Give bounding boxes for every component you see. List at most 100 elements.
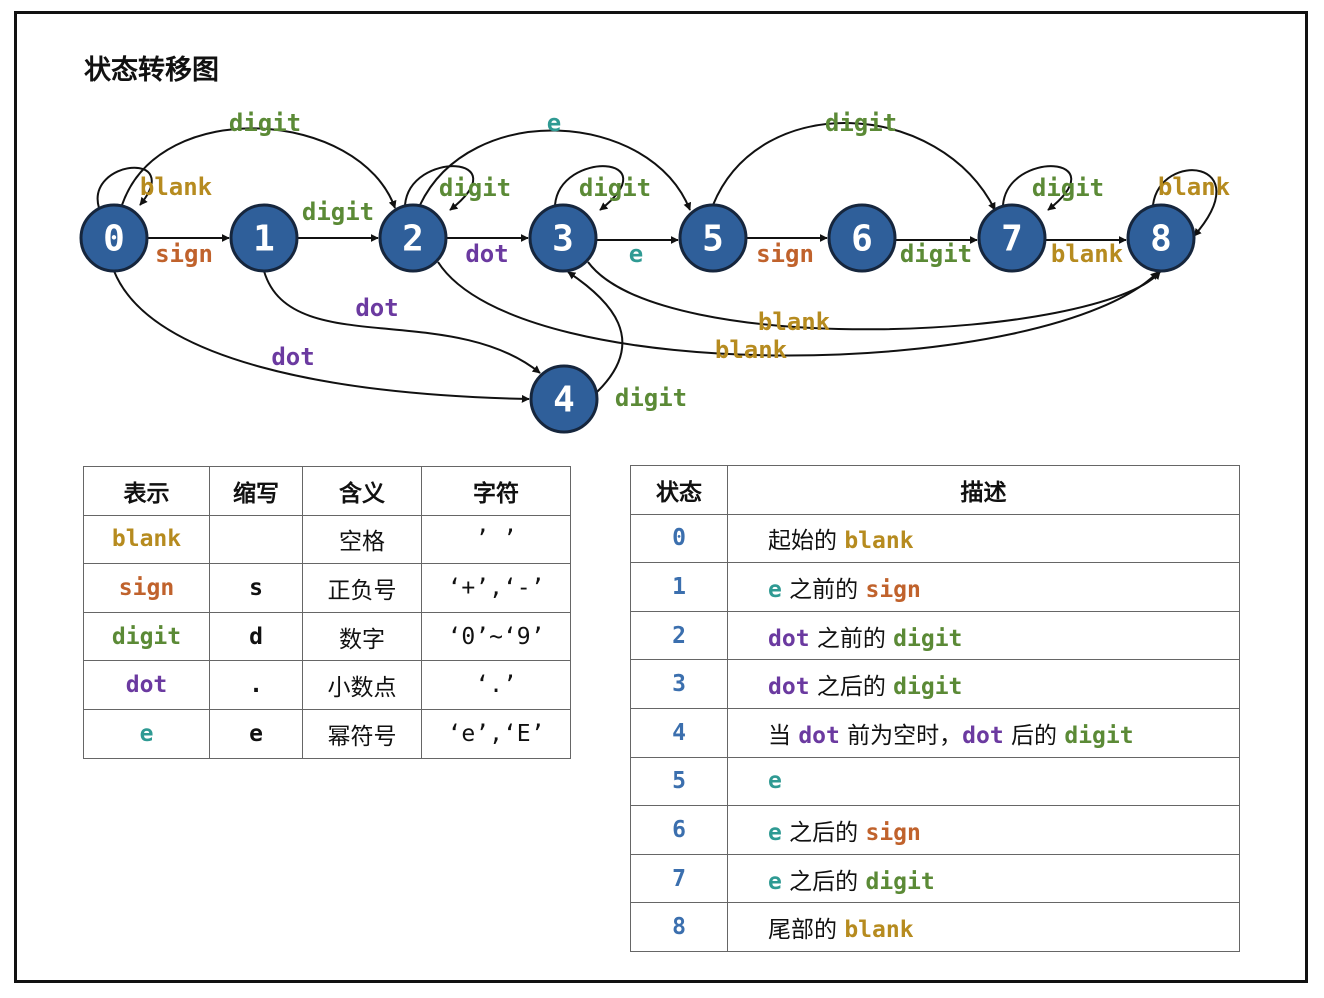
legend-header-meaning: 含义: [302, 466, 422, 516]
keyword-dot: dot: [768, 625, 810, 652]
description-text: 当: [768, 722, 799, 749]
legend-header-name: 表示: [83, 466, 210, 516]
legend-meaning: 空格: [302, 514, 422, 565]
legend-meaning: 正负号: [302, 563, 422, 613]
state-node-circle: [79, 203, 149, 273]
edge-8-to-8: [1152, 169, 1218, 237]
state-description: 起始的 blank: [727, 513, 1240, 564]
state-node-label: 7: [1001, 219, 1023, 260]
edge-4-to-3: [567, 271, 624, 393]
legend-abbr: d: [209, 611, 303, 662]
legend-chars: ‘+’,‘-’: [421, 563, 571, 613]
legend-abbr: e: [209, 708, 303, 759]
legend-header-abbr: 缩写: [209, 466, 303, 516]
keyword-digit: digit: [1064, 722, 1134, 749]
edge-7-to-7: [1002, 165, 1073, 211]
page-title: 状态转移图: [84, 55, 219, 86]
keyword-e: e: [768, 819, 782, 846]
edge-3-to-8: [587, 261, 1161, 331]
legend-header-chars: 字符: [421, 466, 571, 516]
keyword-dot: dot: [798, 722, 840, 749]
edge-labels-layer: blanksigndigitdotdigitdotdigitdoteblankd…: [140, 109, 1231, 412]
keyword-sign: sign: [865, 819, 921, 846]
state-node-label: 5: [702, 219, 724, 260]
description-text: 之前的: [809, 625, 894, 652]
state-node-label: 4: [553, 380, 575, 421]
legend-abbr: [209, 514, 303, 565]
description-text: 之前的: [781, 576, 866, 603]
state-node-circle: [678, 203, 748, 273]
legend-name: e: [83, 708, 210, 759]
edge-label-5-to-6: sign: [756, 240, 814, 268]
state-node-0: 0: [79, 203, 149, 273]
keyword-e: e: [768, 868, 782, 895]
state-description: e 之前的 sign: [727, 562, 1240, 612]
state-node-circle: [529, 364, 599, 434]
edge-label-0-to-1: sign: [155, 240, 213, 268]
edge-5-to-7: [712, 122, 996, 211]
keyword-e: e: [768, 768, 782, 795]
state-header-state: 状态: [630, 465, 728, 515]
edge-0-to-2: [121, 127, 397, 209]
keyword-e: e: [768, 576, 782, 603]
legend-abbr: s: [209, 563, 303, 613]
state-node-circle: [229, 203, 299, 273]
edge-label-2-to-2: digit: [439, 174, 511, 202]
edge-label-0-to-0: blank: [140, 173, 213, 201]
description-text: 后的: [1003, 722, 1065, 749]
edge-label-5-to-7: digit: [825, 109, 897, 137]
legend-header-row: 表示 缩写 含义 字符: [83, 466, 571, 516]
state-node-7: 7: [977, 203, 1047, 273]
description-text: 之后的: [809, 674, 894, 701]
legend-chars: ’ ’: [421, 514, 571, 565]
edge-2-to-8: [437, 261, 1159, 357]
legend-name: sign: [83, 563, 210, 613]
state-node-label: 3: [552, 219, 574, 260]
description-text: 尾部的: [768, 917, 845, 944]
edge-label-1-to-2: digit: [302, 198, 374, 226]
keyword-blank: blank: [844, 917, 914, 944]
description-text: 之后的: [781, 868, 866, 895]
edge-label-7-to-8: blank: [1051, 240, 1124, 268]
state-node-3: 3: [528, 203, 598, 273]
edge-label-0-to-2: digit: [229, 109, 301, 137]
description-text: 起始的: [768, 528, 845, 555]
edge-label-3-to-8: blank: [758, 308, 831, 336]
state-node-label: 0: [103, 219, 125, 260]
edge-label-1-to-4: dot: [355, 294, 398, 322]
keyword-dot: dot: [962, 722, 1004, 749]
state-number: 7: [630, 853, 728, 904]
edge-1-to-4: [263, 270, 541, 374]
legend-abbr: .: [209, 660, 303, 710]
state-header-desc: 描述: [727, 465, 1240, 515]
state-header-row: 状态 描述: [630, 465, 1240, 515]
state-node-circle: [378, 203, 448, 273]
state-node-circle: [827, 203, 897, 273]
legend-meaning: 幂符号: [302, 708, 422, 759]
state-number: 4: [630, 707, 728, 758]
keyword-dot: dot: [768, 674, 810, 701]
state-description: 当 dot 前为空时，dot 后的 digit: [727, 707, 1240, 758]
edge-label-3-to-3: digit: [579, 174, 651, 202]
description-text: 前为空时，: [839, 722, 963, 749]
state-node-circle: [1126, 203, 1196, 273]
edge-label-0-to-4: dot: [271, 343, 314, 371]
legend-meaning: 小数点: [302, 660, 422, 710]
legend-meaning: 数字: [302, 611, 422, 662]
state-description: e 之后的 sign: [727, 805, 1240, 855]
state-description: dot 之前的 digit: [727, 610, 1240, 661]
